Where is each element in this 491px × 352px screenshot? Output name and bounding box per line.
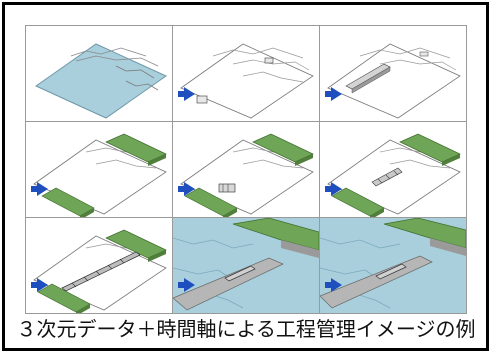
step-3-terrain-long-block — [320, 26, 466, 121]
flow-arrow-icon — [325, 87, 342, 101]
flow-arrow-icon — [178, 182, 195, 196]
flow-arrow-icon — [31, 278, 48, 292]
flow-arrow-icon — [325, 182, 342, 196]
step-5-embankments-small-structure — [173, 122, 319, 217]
step-2-terrain-outline — [173, 26, 319, 121]
step-6-embankments-structure — [320, 122, 466, 217]
flow-arrow-icon — [31, 182, 48, 196]
step-4-two-embankments — [26, 122, 172, 217]
grid-divider — [172, 26, 173, 313]
flow-arrow-icon — [178, 278, 195, 292]
step-9-water-complete — [320, 218, 466, 313]
flow-arrow-icon — [178, 87, 195, 101]
step-1-terrain-with-water — [26, 26, 172, 121]
grid-divider — [26, 217, 466, 218]
step-8-water-bridge — [173, 218, 319, 313]
grid-divider — [26, 121, 466, 122]
process-grid — [25, 25, 467, 314]
figure-caption: ３次元データ＋時間軸による工程管理イメージの例 — [16, 317, 476, 341]
grid-divider — [319, 26, 320, 313]
flow-arrow-icon — [325, 278, 342, 292]
step-7-embankments-bridge — [26, 218, 172, 313]
